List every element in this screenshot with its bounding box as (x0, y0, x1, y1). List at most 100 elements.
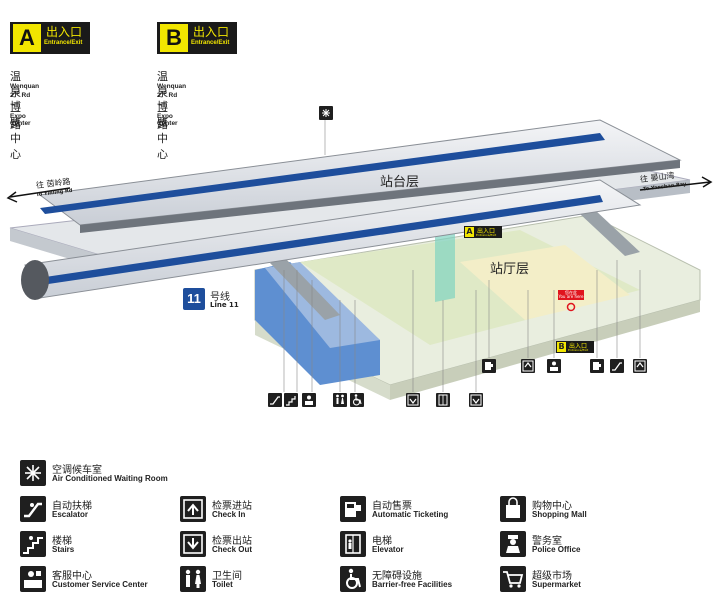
escalator-left (270, 258, 340, 320)
customer-service-icon (302, 393, 316, 407)
you-are-here-marker (558, 290, 584, 300)
legend-cn: 空调候车室 (52, 465, 102, 476)
legend-cn: 卫生间 (212, 571, 242, 582)
exit-a-tag: A 出入口 Entrance/Exit (464, 226, 502, 238)
legend-en: Customer Service Center (52, 580, 148, 589)
legend-cn: 客服中心 (52, 571, 92, 582)
concourse-side-wall (390, 300, 700, 400)
paid-area (460, 245, 630, 320)
legend-en: Shopping Mall (532, 510, 587, 519)
check-out-icon (406, 393, 420, 407)
legend-cn: 购物中心 (532, 501, 572, 512)
customer-service-icon (547, 359, 561, 373)
exit-a-tag-cn: 出入口 (477, 228, 496, 235)
shopping-cart-icon (500, 566, 526, 592)
snowflake-icon (319, 106, 333, 120)
legend-elevator: 电梯 Elevator (340, 531, 500, 561)
line-11-en: Line 11 (210, 301, 239, 309)
legend-ticketing: 自动售票 Automatic Ticketing (340, 496, 500, 526)
exit-a-badge: A 出入口 Entrance/Exit (10, 22, 90, 54)
legend-barrier-free: 无障碍设施 Barrier-free Facilities (340, 566, 500, 596)
elevator-shaft (435, 232, 455, 302)
legend-cn: 自动售票 (372, 501, 412, 512)
legend-check-out: 检票出站 Check Out (180, 531, 340, 561)
legend-en: Stairs (52, 545, 75, 554)
legend-cn: 无障碍设施 (372, 571, 422, 582)
elevator-icon (340, 531, 366, 557)
legend-en: Automatic Ticketing (372, 510, 449, 519)
exit-b-tag: B 出入口 Entrance/Exit (556, 341, 594, 353)
shopping-bag-icon (500, 496, 526, 522)
customer-service-icon (20, 566, 46, 592)
exit-b-tag-cn: 出入口 (569, 343, 588, 350)
you-are-here-cn: 您在此 (565, 290, 577, 295)
wheelchair-icon (340, 566, 366, 592)
line-11-cn: 号线 (210, 292, 230, 303)
ticket-machine-icon (340, 496, 366, 522)
legend-toilet: 卫生间 Toilet (180, 566, 340, 596)
exit-a-en: Entrance/Exit (44, 40, 83, 46)
escalator-icon (610, 359, 624, 373)
snowflake-icon (20, 460, 46, 486)
train-lower (21, 179, 642, 300)
exit-a-dest1-cn: 温泉二路 (10, 70, 21, 131)
legend-en: Toilet (212, 580, 233, 589)
direction-left-arrow (6, 187, 71, 203)
platform-level-label: 站台层 (380, 175, 420, 190)
legend-cn: 自动扶梯 (52, 501, 92, 512)
toilet-icon (333, 393, 347, 407)
escalator-icon (268, 393, 282, 407)
legend-escalator: 自动扶梯 Escalator (20, 496, 180, 526)
stairs-icon (284, 393, 298, 407)
toilet-icon (180, 566, 206, 592)
stairs-icon (20, 531, 46, 557)
legend-cn: 检票出站 (212, 536, 252, 547)
legend-cn: 楼梯 (52, 536, 72, 547)
exit-b-badge: B 出入口 Entrance/Exit (157, 22, 237, 54)
wheelchair-icon (350, 393, 364, 407)
legend-en: Police Office (532, 545, 581, 554)
check-in-icon (521, 359, 535, 373)
legend-en: Elevator (372, 545, 404, 554)
elevator-icon (436, 393, 450, 407)
leader-lines (283, 118, 641, 392)
train-upper (38, 119, 682, 233)
legend-en: Barrier-free Facilities (372, 580, 453, 589)
exit-b-dest2-en: Expo Center (157, 113, 178, 127)
exit-b-dest2-cn: 博览中心 (157, 100, 168, 161)
legend-shopping-mall: 购物中心 Shopping Mall (500, 496, 660, 526)
you-are-here-dot (566, 302, 576, 312)
direction-right-arrow (639, 176, 713, 191)
legend-en: Check Out (212, 545, 253, 554)
exit-b-dest1-cn: 温泉二路 (157, 70, 168, 131)
exit-a-letter: A (13, 24, 41, 52)
legend-en: Air Conditioned Waiting Room (52, 474, 168, 483)
legend-en: Supermarket (532, 580, 581, 589)
legend-police: 警务室 Police Office (500, 531, 660, 561)
check-out-icon (180, 531, 206, 557)
check-in-icon (633, 359, 647, 373)
ticket-machine-icon (590, 359, 604, 373)
legend-cn: 超级市场 (532, 571, 572, 582)
line-11-badge: 11 (183, 288, 205, 310)
exit-a-tag-letter: A (465, 227, 474, 237)
legend-cn: 电梯 (372, 536, 392, 547)
legend-en: Escalator (52, 510, 89, 519)
you-are-here-en: You are here (558, 294, 584, 299)
exit-b-dest1-en: Wenquan 2nd Rd (157, 83, 187, 100)
you-are-here-text: 您在此 You are here (558, 291, 584, 299)
exit-a-dest2-cn: 博览中心 (10, 100, 21, 161)
concourse-level-label: 站厅层 (490, 262, 530, 277)
check-in-icon (180, 496, 206, 522)
legend-en: Check In (212, 510, 246, 519)
exit-a-dest1-en: Wenquan 2nd Rd (10, 83, 40, 100)
exit-a-dest2-en: Expo Center (10, 113, 31, 127)
exit-b-tag-letter: B (557, 342, 566, 352)
legend-air-conditioned: 空调候车室 Air Conditioned Waiting Room (20, 460, 320, 490)
station-diagram (6, 118, 713, 400)
legend-cn: 警务室 (532, 536, 562, 547)
escalator-icon (20, 496, 46, 522)
legend-supermarket: 超级市场 Supermarket (500, 566, 660, 596)
exit-a-cn: 出入口 (46, 25, 83, 39)
ticket-machine-icon (482, 359, 496, 373)
